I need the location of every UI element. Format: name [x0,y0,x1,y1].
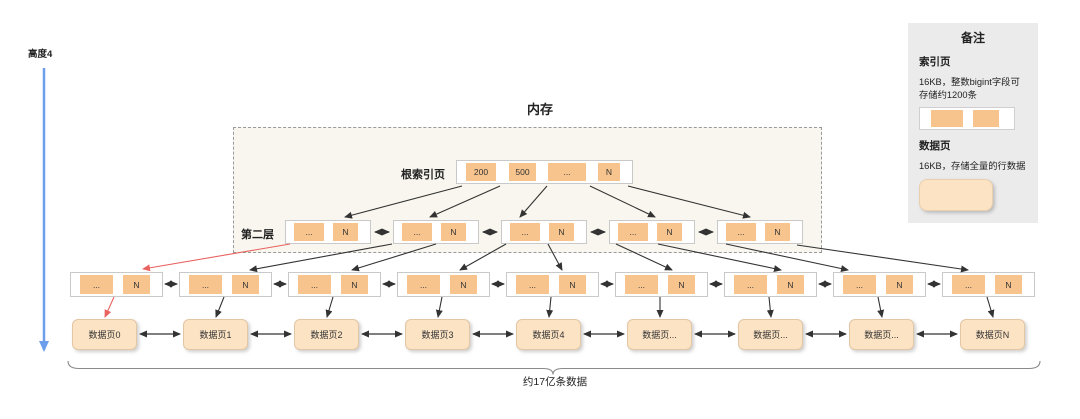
legend-index-page-sample [919,107,1015,131]
memory-region-title: 内存 [526,102,553,117]
index-page-cell: 500 [509,163,536,181]
third-layer-node: ... N [179,272,272,297]
index-page-cell: N [549,223,574,241]
connector-arrow [215,296,225,318]
index-page-cell: ... [402,223,432,241]
index-page-cell: ... [625,275,658,294]
third-layer-node: ... N [506,272,599,297]
index-page-cell: N [777,275,804,294]
tree-height-label: 高度4 [28,49,53,60]
index-page-cell: N [341,275,368,294]
second-layer-node: ... N [609,220,695,244]
index-page-cell: ... [510,223,540,241]
connector-arrow [325,296,334,318]
index-page-cell: ... [516,275,549,294]
index-page-cell: N [668,275,695,294]
data-page-box: 数据页4 [516,319,581,350]
index-page-cell: N [232,275,259,294]
data-page-box: 数据页... [738,319,803,350]
data-page-box: 数据页N [960,319,1025,350]
connector-arrow [435,296,443,318]
legend-data-page-heading: 数据页 [919,140,951,153]
index-page-cell: ... [80,275,113,294]
third-layer-node: ... N [288,272,381,297]
index-page-cell: N [333,223,358,241]
second-layer-node: ... N [285,220,371,244]
root-index-page-label: 根索引页 [401,169,445,181]
data-page-box: 数据页3 [405,319,470,350]
index-page-cell: N [598,163,620,181]
index-page-cell: N [450,275,477,294]
legend-index-page-heading: 索引页 [919,56,951,68]
index-page-cell: 200 [466,163,496,181]
legend-index-cell [973,110,999,128]
record-count-caption: 约17亿条数据 [522,376,588,388]
connector-arrow [796,244,969,273]
legend-index-page-description: 16KB，整数bigint字段可存储约1200条 [919,77,1020,100]
bottom-brace [67,360,1041,375]
index-page-cell: ... [843,275,876,294]
second-layer-node: ... N [717,220,803,244]
index-page-cell: N [441,223,466,241]
index-page-cell: ... [618,223,648,241]
data-page-box: 数据页... [627,319,692,350]
connector-arrow [104,296,115,318]
third-layer-node: ... N [724,272,817,297]
index-page-cell: N [765,223,790,241]
third-layer-node: ... N [833,272,926,297]
legend-data-page-description: 16KB，存储全量的行数据 [919,161,1026,172]
second-layer-label: 第二层 [241,229,274,241]
index-page-cell: ... [189,275,222,294]
second-layer-node: ... N [393,220,479,244]
data-page-box: 数据页2 [294,319,359,350]
third-layer-node: ... N [942,272,1035,297]
data-page-box: 数据页0 [72,319,137,350]
index-page-cell: ... [952,275,985,294]
index-page-cell: ... [734,275,767,294]
data-page-box: 数据页1 [183,319,248,350]
index-page-cell: N [123,275,150,294]
index-page-cell: N [559,275,586,294]
connector-arrow [766,296,774,318]
index-page-cell: N [657,223,682,241]
legend-data-page-sample [919,178,993,211]
connector-arrow [877,296,885,318]
legend-title: 备注 [960,31,985,45]
index-page-cell: ... [407,275,440,294]
legend-index-cell [931,110,963,128]
index-page-cell: N [886,275,913,294]
index-page-cell: ... [298,275,331,294]
third-layer-node: ... N [397,272,490,297]
index-page-cell: ... [548,163,586,181]
connector-arrow [546,296,554,318]
index-page-cell: N [995,275,1022,294]
third-layer-node: ... N [615,272,708,297]
legend-panel: 备注 索引页 16KB，整数bigint字段可存储约1200条 数据页 16KB… [908,23,1038,223]
index-page-cell: ... [726,223,756,241]
data-page-box: 数据页... [849,319,914,350]
second-layer-node: ... N [501,220,587,244]
index-page-cell: ... [294,223,324,241]
connector-arrow [986,296,995,318]
root-index-page-node: 200 500... N [456,160,633,184]
third-layer-node: ... N [70,272,163,297]
